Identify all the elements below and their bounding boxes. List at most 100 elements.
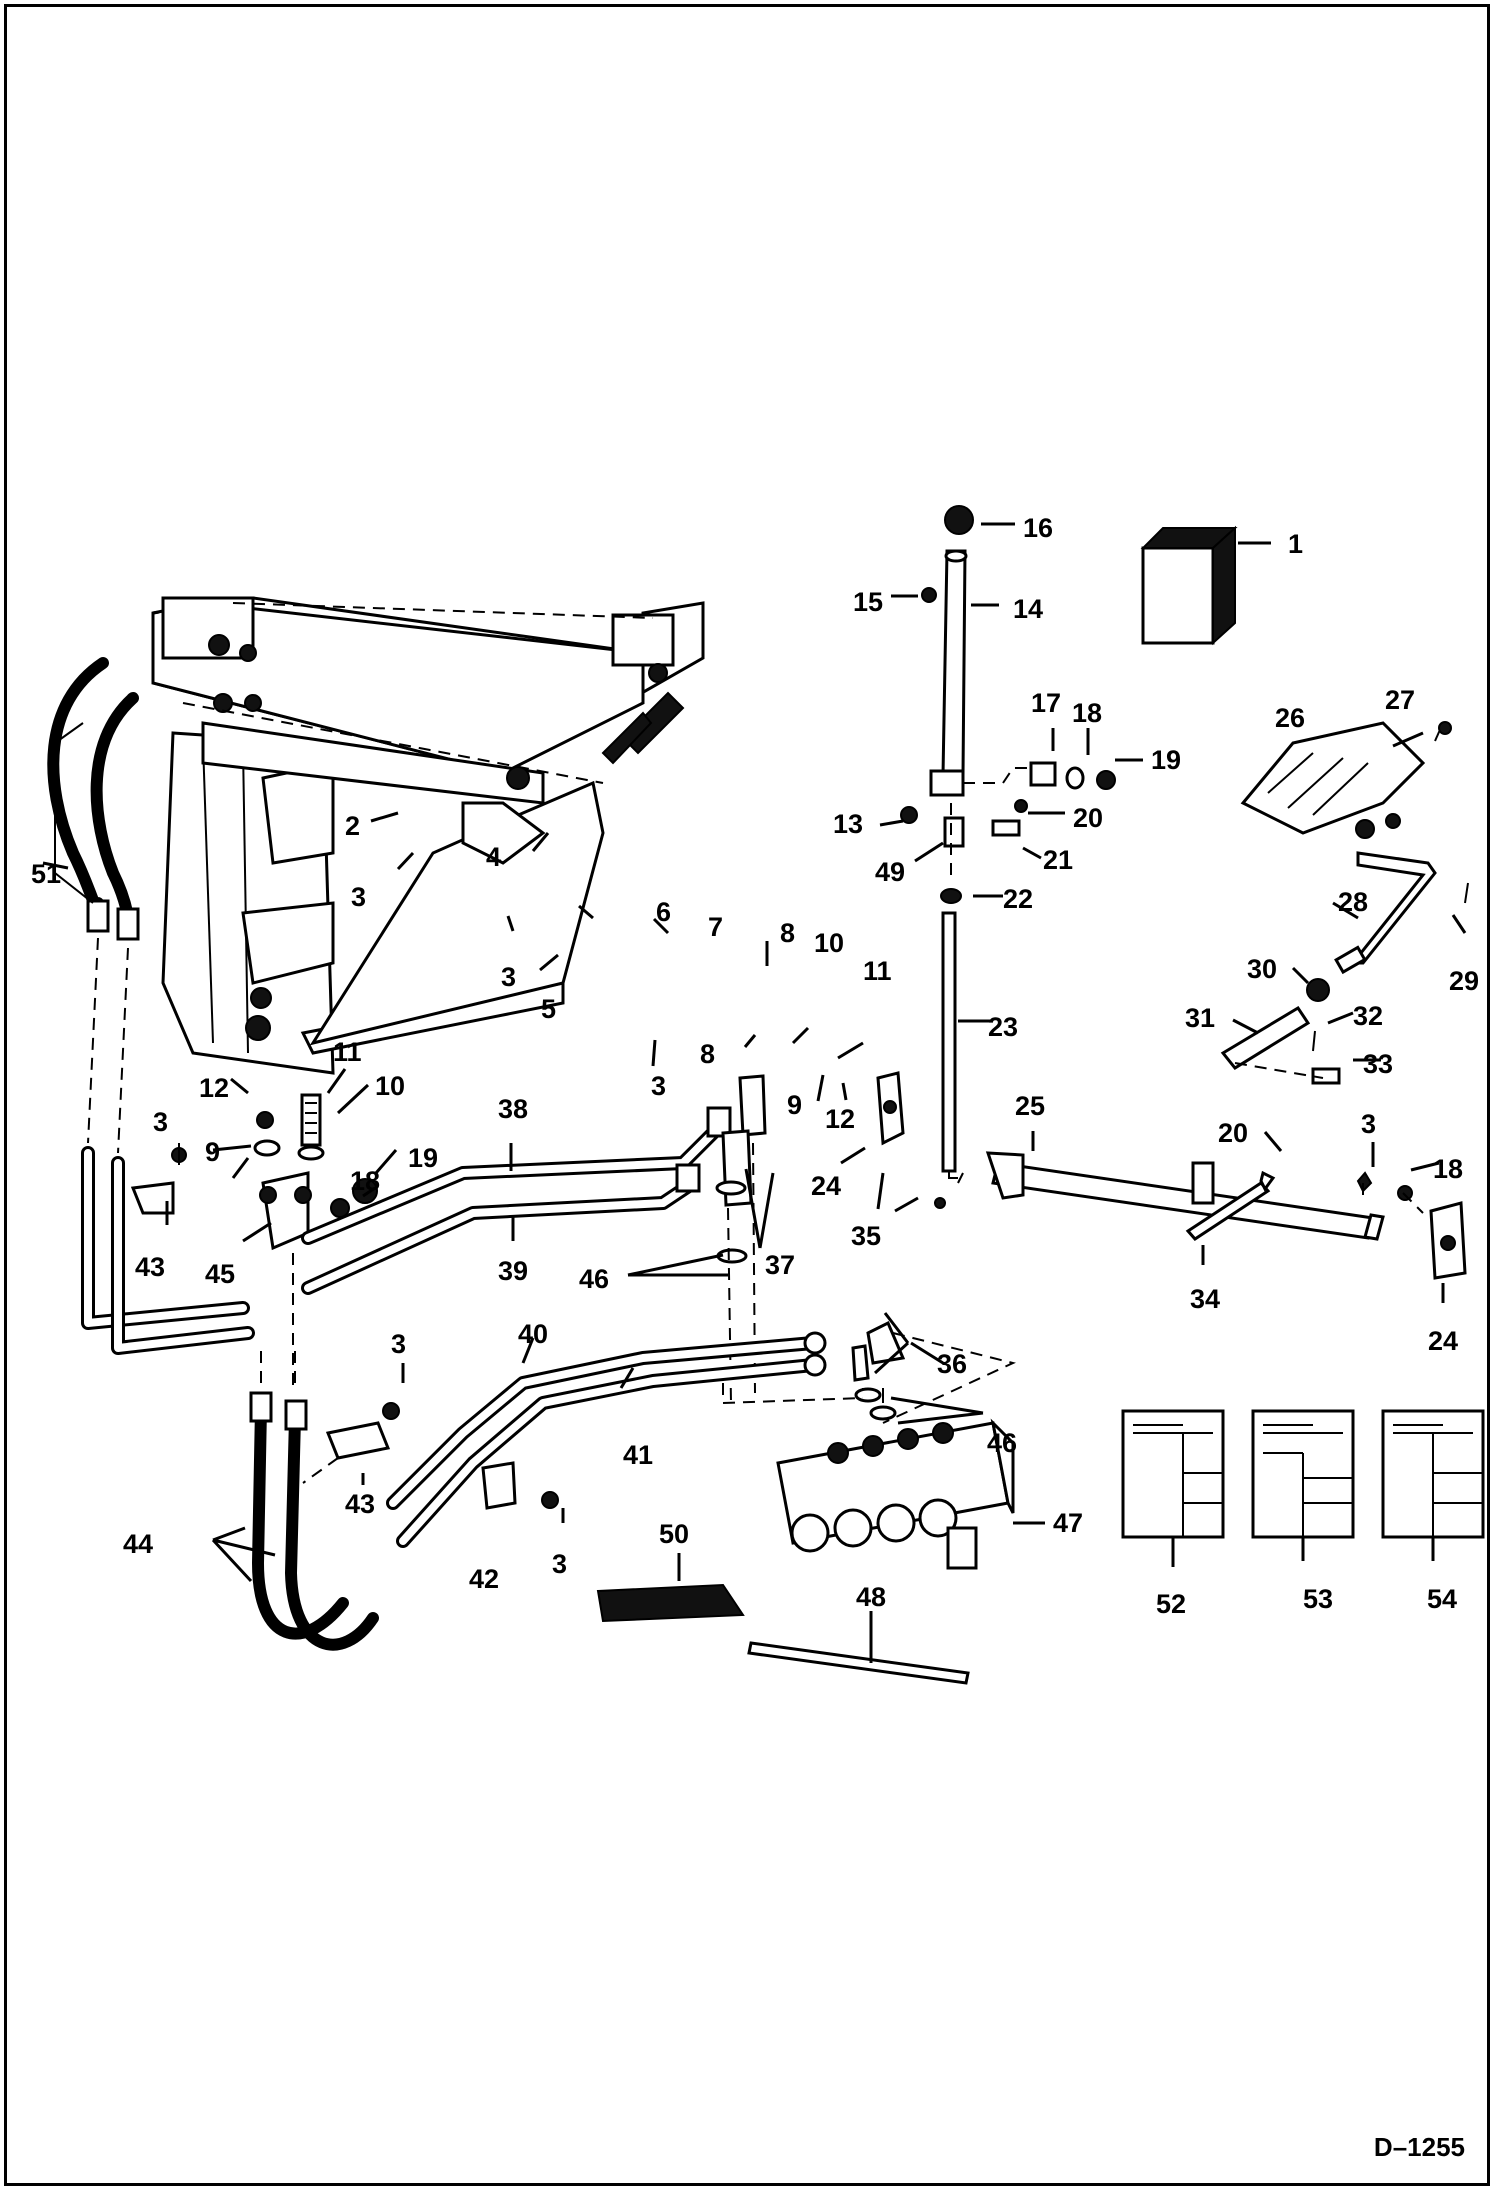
box-part-1 [1140,525,1238,646]
callout-9: 9 [205,1137,220,1167]
callout-3: 3 [501,962,516,992]
callout-9: 9 [787,1090,802,1120]
callout-33: 33 [1363,1049,1393,1079]
clamps-42-43 [302,1402,559,1510]
rod-23 [941,911,957,1173]
pad-50 [596,1583,745,1623]
callout-45: 45 [205,1259,235,1289]
nut-30 [1306,978,1330,1002]
callout-52: 52 [1156,1589,1186,1619]
callout-35: 35 [851,1221,881,1251]
callout-8: 8 [700,1039,715,1069]
fitting-group-left [253,1093,378,1393]
callout-8: 8 [780,918,795,948]
callout-24: 24 [811,1171,841,1201]
diagram-frame: 1 2 3 3 3 3 3 3 3 4 5 6 7 8 8 9 9 10 10 … [4,4,1490,2186]
callout-49: 49 [875,857,905,887]
callout-14: 14 [1013,594,1043,624]
tubes-38-39 [301,1106,732,1295]
callout-39: 39 [498,1256,528,1286]
callout-3: 3 [351,882,366,912]
bushing-17 [1029,761,1057,787]
parts-diagram: 1 2 3 3 3 3 3 3 3 4 5 6 7 8 8 9 9 10 10 … [31,505,1485,1685]
boom-assembly [151,596,705,1075]
callout-4: 4 [486,842,501,872]
figure-id-label: D–1255 [1373,2132,1465,2162]
callout-42: 42 [469,1564,499,1594]
callout-43: 43 [345,1489,375,1519]
cylinder-end [461,801,546,865]
control-handle [900,505,974,1209]
callout-18: 18 [350,1166,380,1196]
callout-11: 11 [333,1037,362,1067]
callout-30: 30 [1247,954,1277,984]
boom-pivot-block [161,596,255,660]
callout-44: 44 [123,1529,153,1559]
handle-14 [941,549,967,777]
callout-20: 20 [1218,1118,1248,1148]
callout-6: 6 [656,897,671,927]
callout-31: 31 [1185,1003,1215,1033]
callout-23: 23 [988,1012,1018,1042]
callout-11: 11 [863,956,892,986]
callout-18: 18 [1433,1154,1463,1184]
callout-10: 10 [814,928,844,958]
rod-34 [1185,1170,1276,1241]
hoses-51 [47,657,140,1154]
cross-shaft-25 [985,1151,1385,1241]
callout-3: 3 [391,1329,406,1359]
callout-38: 38 [498,1094,528,1124]
callout-3: 3 [153,1107,168,1137]
callout-22: 22 [1003,884,1033,914]
callout-24: 24 [1428,1326,1458,1356]
rod-48 [747,1641,970,1685]
knob-16 [944,505,974,535]
callout-48: 48 [856,1582,886,1612]
callout-1: 1 [1288,529,1303,559]
callout-27: 27 [1385,685,1415,715]
lower-left-tubes [81,1143,255,1355]
callout-3: 3 [1361,1109,1376,1139]
callout-16: 16 [1023,513,1053,543]
callout-labels: 1 2 3 3 3 3 3 3 3 4 5 6 7 8 8 9 9 10 10 … [31,513,1479,1619]
callout-12: 12 [199,1073,229,1103]
callout-15: 15 [853,587,883,617]
callout-12: 12 [825,1104,855,1134]
small-parts-17-21 [963,761,1116,837]
callout-2: 2 [345,811,360,841]
clamp-43 [130,1181,175,1215]
callout-46: 46 [987,1428,1017,1458]
cylinder-31 [1220,1005,1311,1070]
callout-26: 26 [1275,703,1305,733]
callout-47: 47 [1053,1508,1083,1538]
callout-21: 21 [1043,845,1073,875]
callout-18: 18 [1072,698,1102,728]
callout-7: 7 [708,912,723,942]
decals [1121,1409,1485,1567]
callout-20: 20 [1073,803,1103,833]
elbow-36 [866,1320,906,1365]
callout-25: 25 [1015,1091,1045,1121]
callout-5: 5 [541,994,556,1024]
callout-17: 17 [1031,688,1061,718]
callout-3: 3 [651,1071,666,1101]
hoses-44 [249,1348,379,1651]
callout-3: 3 [552,1549,567,1579]
callout-51: 51 [31,859,61,889]
callout-37: 37 [765,1250,795,1280]
tubes-40-41 [386,1331,827,1548]
control-valve-47 [722,1320,1016,1570]
callout-13: 13 [833,809,863,839]
callout-10: 10 [375,1071,405,1101]
callout-19: 19 [408,1143,438,1173]
callout-29: 29 [1449,966,1479,996]
callout-46: 46 [579,1264,609,1294]
boom-tip-block [611,613,675,667]
callout-50: 50 [659,1519,689,1549]
lift-arm [201,721,545,805]
callout-19: 19 [1151,745,1181,775]
foot-pedal-26 [1240,721,1452,839]
leader-lines [42,522,1467,1663]
callout-53: 53 [1303,1584,1333,1614]
callout-43: 43 [135,1252,165,1282]
